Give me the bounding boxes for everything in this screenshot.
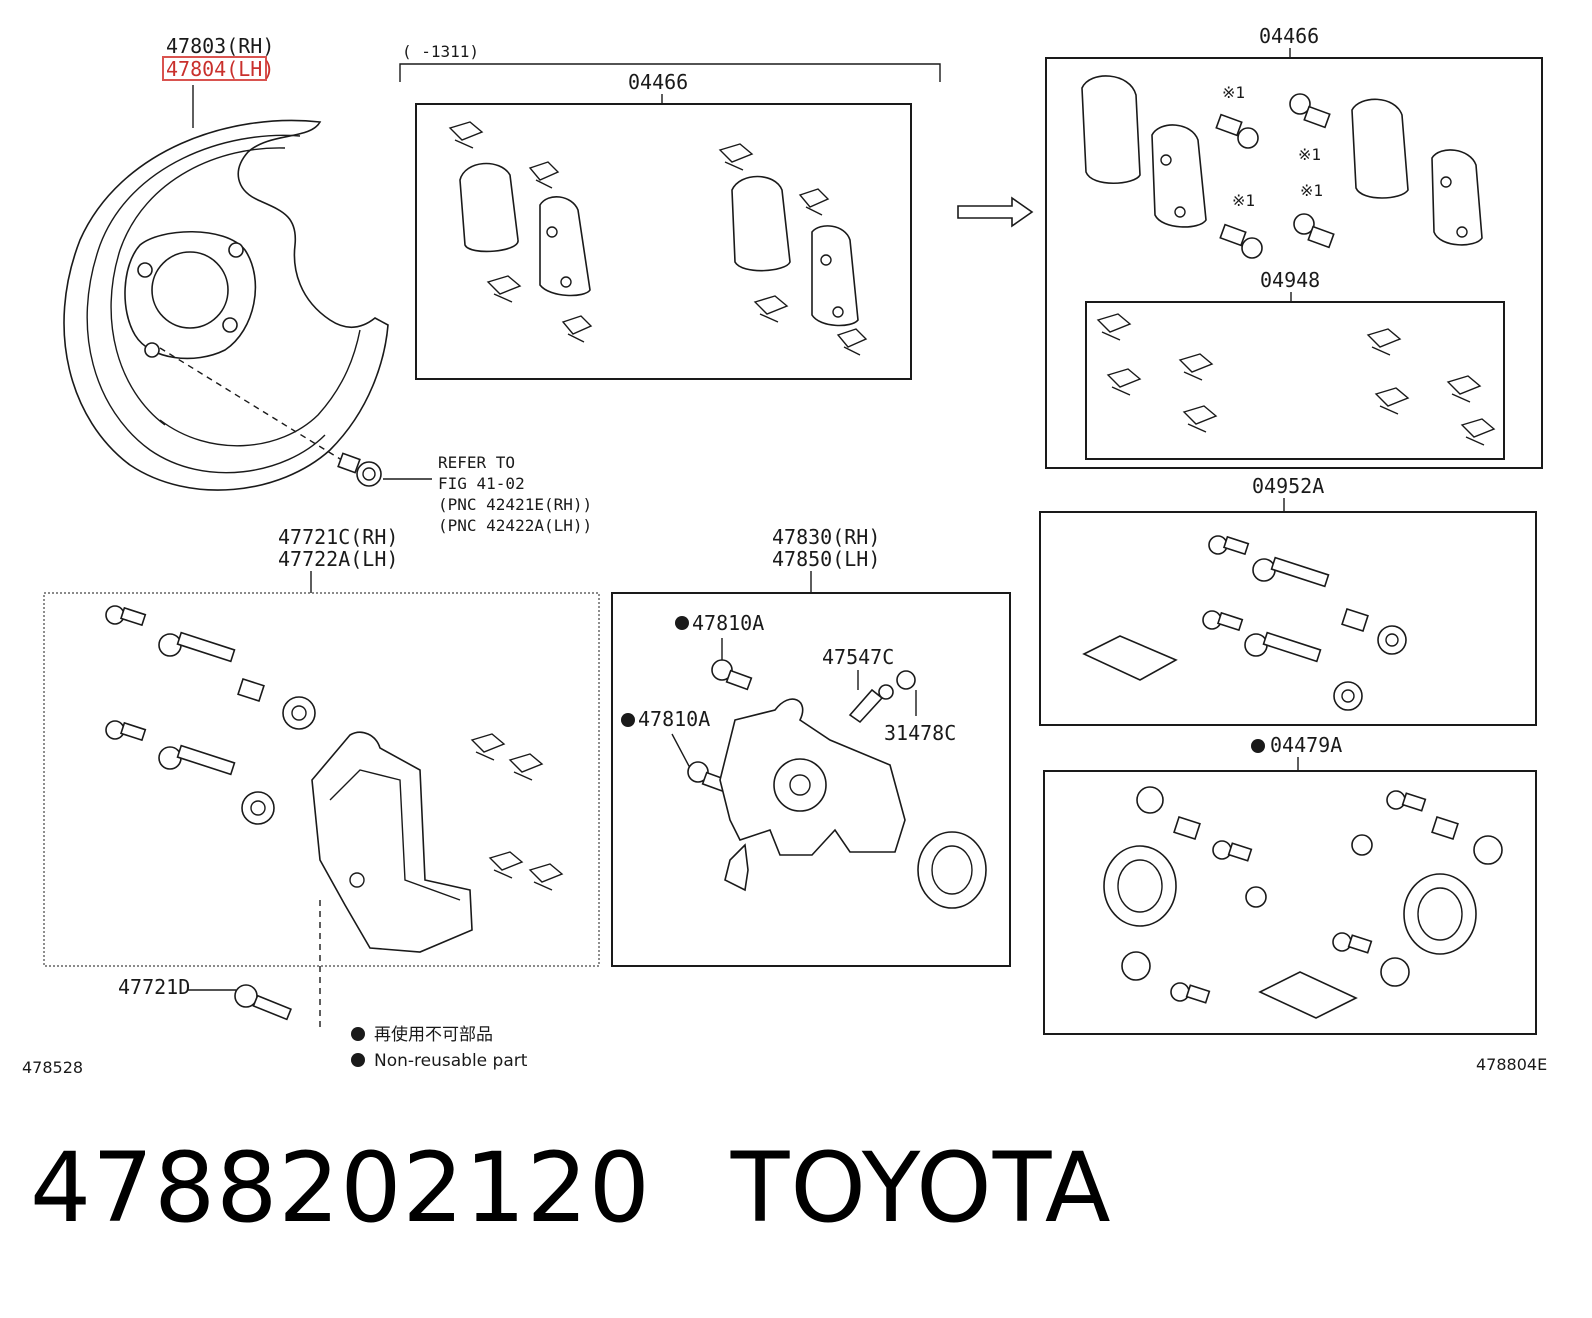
shield-part-lh: 47804(LH) — [166, 57, 274, 81]
caliper-bolt-a: 47810A — [692, 611, 764, 635]
seal-kit-part: 04479A — [1270, 733, 1342, 757]
clip-icon — [470, 733, 564, 891]
shim-kit-part: 04948 — [1260, 268, 1320, 292]
bolt-note-line3: (PNC 42421E(RH)) — [438, 495, 592, 514]
shield-highlight — [162, 56, 267, 81]
legend-dot-1 — [351, 1027, 365, 1041]
arrow-icon — [957, 196, 1034, 228]
pad-kit-old-range: ( -1311) — [402, 42, 479, 61]
mounting-bolt-part: 47721D — [118, 975, 190, 999]
pad-kit-new-part: 04466 — [1259, 24, 1319, 48]
caption-brand: TOYOTA — [730, 1132, 1112, 1244]
clip-icon — [448, 121, 868, 356]
mark-3: ※1 — [1232, 191, 1255, 210]
mounting-part-rh: 47721C(RH) — [278, 525, 398, 549]
bolt-note-line1: REFER TO — [438, 453, 515, 472]
pad-icon — [459, 162, 859, 327]
bolt-icon — [1170, 790, 1427, 1004]
pad-kit-new: 04466 ※1 ※1 ※1 ※1 04948 — [1045, 24, 1543, 469]
caption: 4788202120 TOYOTA — [30, 1132, 1112, 1244]
parts-diagram: 47803(RH) 47804(LH) REFER TO FIG 41-02 (… — [22, 24, 1547, 1077]
non-reusable-dot — [675, 616, 689, 630]
caliper-part-rh: 47830(RH) — [772, 525, 880, 549]
boot-icon — [1121, 786, 1503, 987]
non-reusable-dot — [1251, 739, 1265, 753]
shield-bolt-icon — [337, 452, 382, 487]
pad-icon — [1081, 75, 1483, 246]
caliper-bolt-b: 47810A — [638, 707, 710, 731]
bolt-note-line4: (PNC 42422A(LH)) — [438, 516, 592, 535]
mounting-bracket: 47721C(RH) 47722A(LH) 47721D — [43, 525, 600, 1032]
bolt-note-line2: FIG 41-02 — [438, 474, 525, 493]
legend: 再使用不可部品 Non-reusable part — [351, 1024, 528, 1071]
mark-1: ※1 — [1222, 83, 1245, 102]
figure-left-code: 478528 — [22, 1058, 83, 1077]
pad-kit-old-part: 04466 — [628, 70, 688, 94]
bleeder-icon — [848, 684, 894, 724]
seal-icon — [1103, 845, 1477, 955]
mounting-part-lh: 47722A(LH) — [278, 547, 398, 571]
pin-icon — [105, 605, 316, 825]
legend-dot-2 — [351, 1053, 365, 1067]
non-reusable-dot — [621, 713, 635, 727]
mark-2: ※1 — [1298, 145, 1321, 164]
mark-4: ※1 — [1300, 181, 1323, 200]
legend-line2: Non-reusable part — [374, 1051, 528, 1071]
grease-pack-icon — [1082, 635, 1178, 681]
bolt-icon — [234, 984, 292, 1021]
caption-part-number: 4788202120 — [30, 1132, 651, 1244]
shield-part-rh: 47803(RH) — [166, 34, 274, 58]
seal-kit: 04479A — [1043, 733, 1537, 1035]
caliper: 47830(RH) 47850(LH) 47810A 47810A 47547C… — [611, 525, 1011, 967]
caliper-bleeder: 47547C — [822, 645, 894, 669]
bolt-icon — [1215, 93, 1335, 259]
pin-kit: 04952A — [1039, 474, 1537, 726]
caliper-cap: 31478C — [884, 721, 956, 745]
figure-right-code: 478804E — [1476, 1055, 1547, 1074]
dust-shield: 47803(RH) 47804(LH) REFER TO FIG 41-02 (… — [63, 34, 592, 535]
grease-pack-icon — [1258, 971, 1358, 1019]
cap-icon — [896, 670, 916, 690]
pin-icon — [1202, 535, 1407, 711]
legend-line1: 再使用不可部品 — [374, 1024, 493, 1045]
pad-kit-old: ( -1311) 04466 — [399, 42, 941, 380]
caliper-part-lh: 47850(LH) — [772, 547, 880, 571]
shim-icon — [1096, 313, 1496, 446]
pin-kit-part: 04952A — [1252, 474, 1324, 498]
